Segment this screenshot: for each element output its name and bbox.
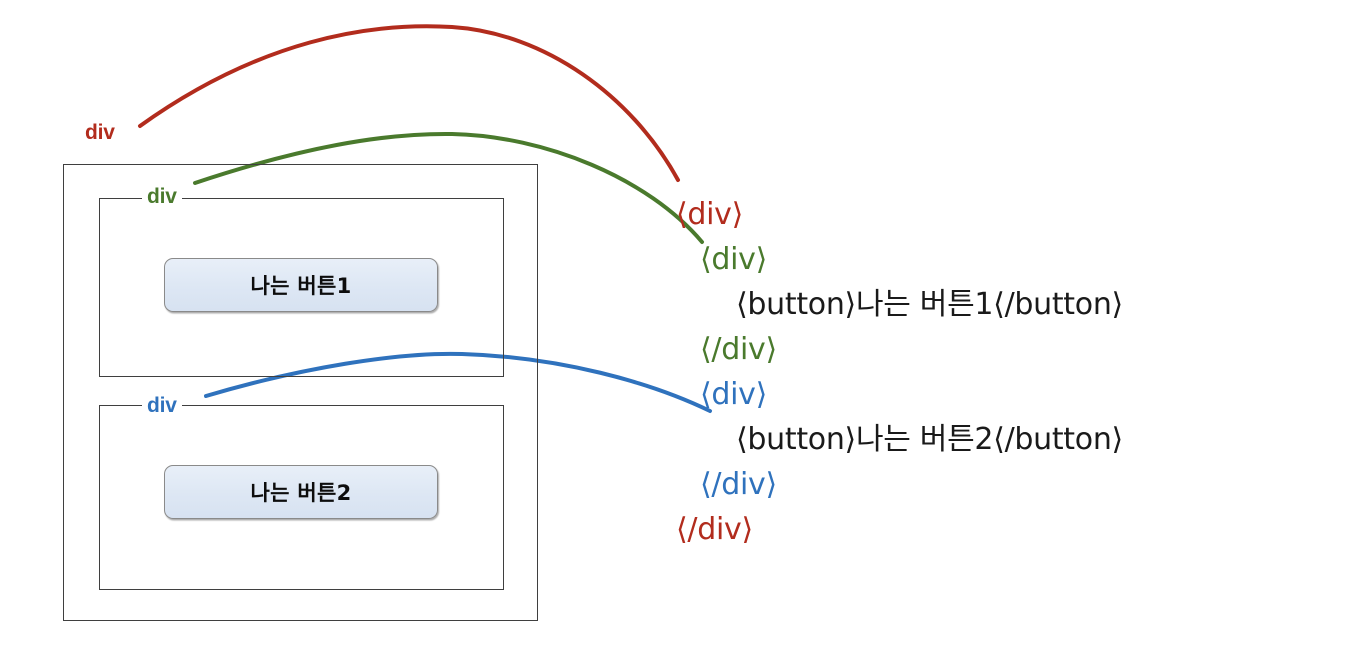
code-line-1: ⟨div⟩ (700, 242, 768, 277)
inner2-div-label: div (142, 394, 182, 418)
code-line-4: ⟨div⟩ (700, 377, 768, 412)
code-line-0: ⟨div⟩ (676, 197, 744, 232)
outer-div-label: div (80, 121, 120, 145)
inner-div-box-2 (99, 405, 504, 590)
code-listing: ⟨div⟩ ⟨div⟩ ⟨button⟩나는 버튼1⟨/button⟩ ⟨/di… (676, 192, 1366, 552)
code-line-2: ⟨button⟩나는 버튼1⟨/button⟩ (736, 287, 1123, 322)
inner1-div-label: div (142, 185, 182, 209)
mock-button-1[interactable]: 나는 버튼1 (164, 258, 438, 312)
code-line-3: ⟨/div⟩ (700, 332, 777, 367)
code-line-7: ⟨/div⟩ (676, 512, 753, 547)
mock-button-2[interactable]: 나는 버튼2 (164, 465, 438, 519)
red-connector-curve (138, 24, 680, 182)
outer-div-box (63, 164, 538, 621)
code-line-5: ⟨button⟩나는 버튼2⟨/button⟩ (736, 422, 1123, 457)
code-line-6: ⟨/div⟩ (700, 467, 777, 502)
inner-div-box-1 (99, 198, 504, 377)
